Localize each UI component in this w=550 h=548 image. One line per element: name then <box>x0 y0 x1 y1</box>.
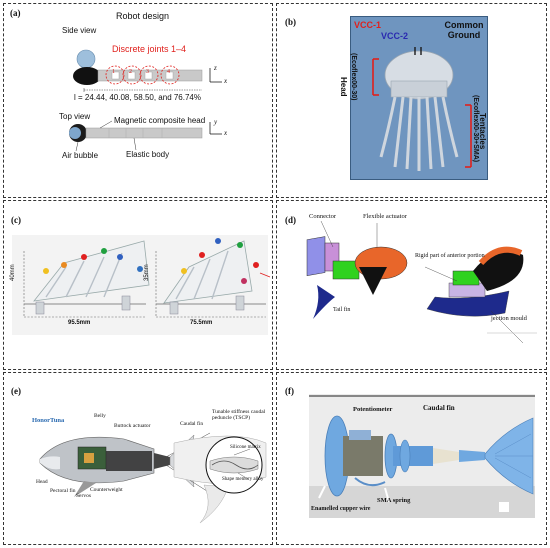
vcc2-label: VCC-2 <box>381 31 409 41</box>
flexible-actuator-label: Flexible actuator <box>363 213 407 220</box>
air-bubble-top <box>69 127 81 139</box>
vcc1-label: VCC-1 <box>354 20 382 30</box>
common-ground-label: Common Ground <box>444 20 484 40</box>
left-height-dim: 40mm <box>10 264 16 281</box>
air-bubble-side <box>76 49 96 69</box>
brand-label: HonorTuna <box>32 417 65 424</box>
air-bubble-label: Air bubble <box>62 151 99 160</box>
servos-label: Servos <box>76 493 91 499</box>
pectoral-fin-label: Pectoral fin <box>50 488 76 494</box>
head-material-label: (Ecoflex00-30) <box>350 53 357 101</box>
joint-number-2: 2 <box>129 69 132 75</box>
panel-b-label: (b) <box>285 17 296 27</box>
panel-f-label: (f) <box>285 386 294 396</box>
panel-f: (f) Potentiometer Caudal fin SMA spring … <box>276 372 547 545</box>
sma-spring-label: SMA spring <box>377 497 411 504</box>
fish-photo: Potentiometer Caudal fin SMA spring Enam… <box>309 394 535 518</box>
panel-c-label: (c) <box>11 215 21 225</box>
magnetic-head-side <box>73 67 101 85</box>
joint-number-1: 1 <box>112 69 115 75</box>
top-axis-x: x <box>224 129 228 137</box>
top-axis-y: y <box>214 118 218 126</box>
elastic-body-label: Elastic body <box>126 150 170 159</box>
joint-marker-3 <box>139 65 159 85</box>
head-label-e: Head <box>36 479 48 485</box>
head-label: Head <box>339 77 348 97</box>
panel-a-label: (a) <box>10 8 21 18</box>
discrete-joints-label: Discrete joints 1–4 <box>112 44 187 54</box>
shape-memory-alloy-label: Shape memory alloy <box>222 477 264 482</box>
panel-e: (e) HonorTuna Belly Buttock actuator Cau… <box>3 372 273 545</box>
tail-fin-label: Tail fin <box>333 307 351 313</box>
panel-e-label: (e) <box>11 386 21 396</box>
enamelled-wire-label: Enamelled cupper wire <box>311 506 371 512</box>
tentacles-material-label: (Ecoflex00-30+SMA) <box>472 95 479 163</box>
joint-marker-4 <box>160 65 180 85</box>
side-axis-z: z <box>214 64 217 72</box>
tentacles-label: Tentacles <box>478 113 487 150</box>
tscp-label: Tunable stiffness caudal peduncle (TSCP) <box>212 409 266 421</box>
buttock-actuator-label: Buttock actuator <box>114 423 151 429</box>
magnetic-head-label: Magnetic composite head <box>114 116 206 125</box>
joint-marker-1 <box>105 65 125 85</box>
side-view-label: Side view <box>62 26 97 35</box>
joint-number-3: 3 <box>146 69 149 75</box>
panel-d-label: (d) <box>285 215 296 225</box>
panel-d: (d) Connector Flexible actuator Tail fin… <box>276 200 547 370</box>
elastic-body-top <box>85 127 203 139</box>
counterweight-label: Counterweight <box>90 487 123 493</box>
caudal-fin-label-f: Caudal fin <box>423 404 455 412</box>
panel-b: (b) VCC-1 VCC-2 Common Ground Head <box>276 3 547 198</box>
rigid-part-label: Rigid part of anterior portion <box>415 253 485 259</box>
belly-label: Belly <box>94 413 106 419</box>
panel-c: (c) 40mm 95.5mm 35mm 75.5mm <box>3 200 273 370</box>
silicone-matrix-label: Silicone matrix <box>230 445 261 450</box>
left-width-dim: 95.5mm <box>68 320 91 326</box>
gripper-photo <box>12 235 271 335</box>
joint-number-4: 4 <box>167 69 170 75</box>
potentiometer-label: Potentiometer <box>353 406 393 413</box>
fin-actuator-diagram <box>306 220 537 344</box>
robot-design-diagram <box>69 49 222 152</box>
tuna-robot-diagram <box>39 432 267 524</box>
connector-label: Connector <box>309 213 337 220</box>
caudal-fin-label: Caudal fin <box>180 421 204 427</box>
right-height-dim: 35mm <box>144 264 150 281</box>
fish-robot-illustration <box>309 394 535 518</box>
li-values-label: l = 24.44, 40.08, 58.50, and 76.74% <box>74 93 201 102</box>
jellyfish-render: VCC-1 VCC-2 Common Ground Head (Ecoflex0… <box>339 16 488 180</box>
injection-mould-label: jection mould <box>491 315 527 322</box>
top-view-label: Top view <box>59 112 91 121</box>
panel-a: (a) Robot design Side view Discrete join… <box>3 3 273 198</box>
right-width-dim: 75.5mm <box>190 320 213 326</box>
robot-design-title: Robot design <box>116 11 170 21</box>
jellyfish-illustration <box>351 17 487 179</box>
joint-marker-2 <box>122 65 142 85</box>
side-axis-x: x <box>224 77 228 85</box>
